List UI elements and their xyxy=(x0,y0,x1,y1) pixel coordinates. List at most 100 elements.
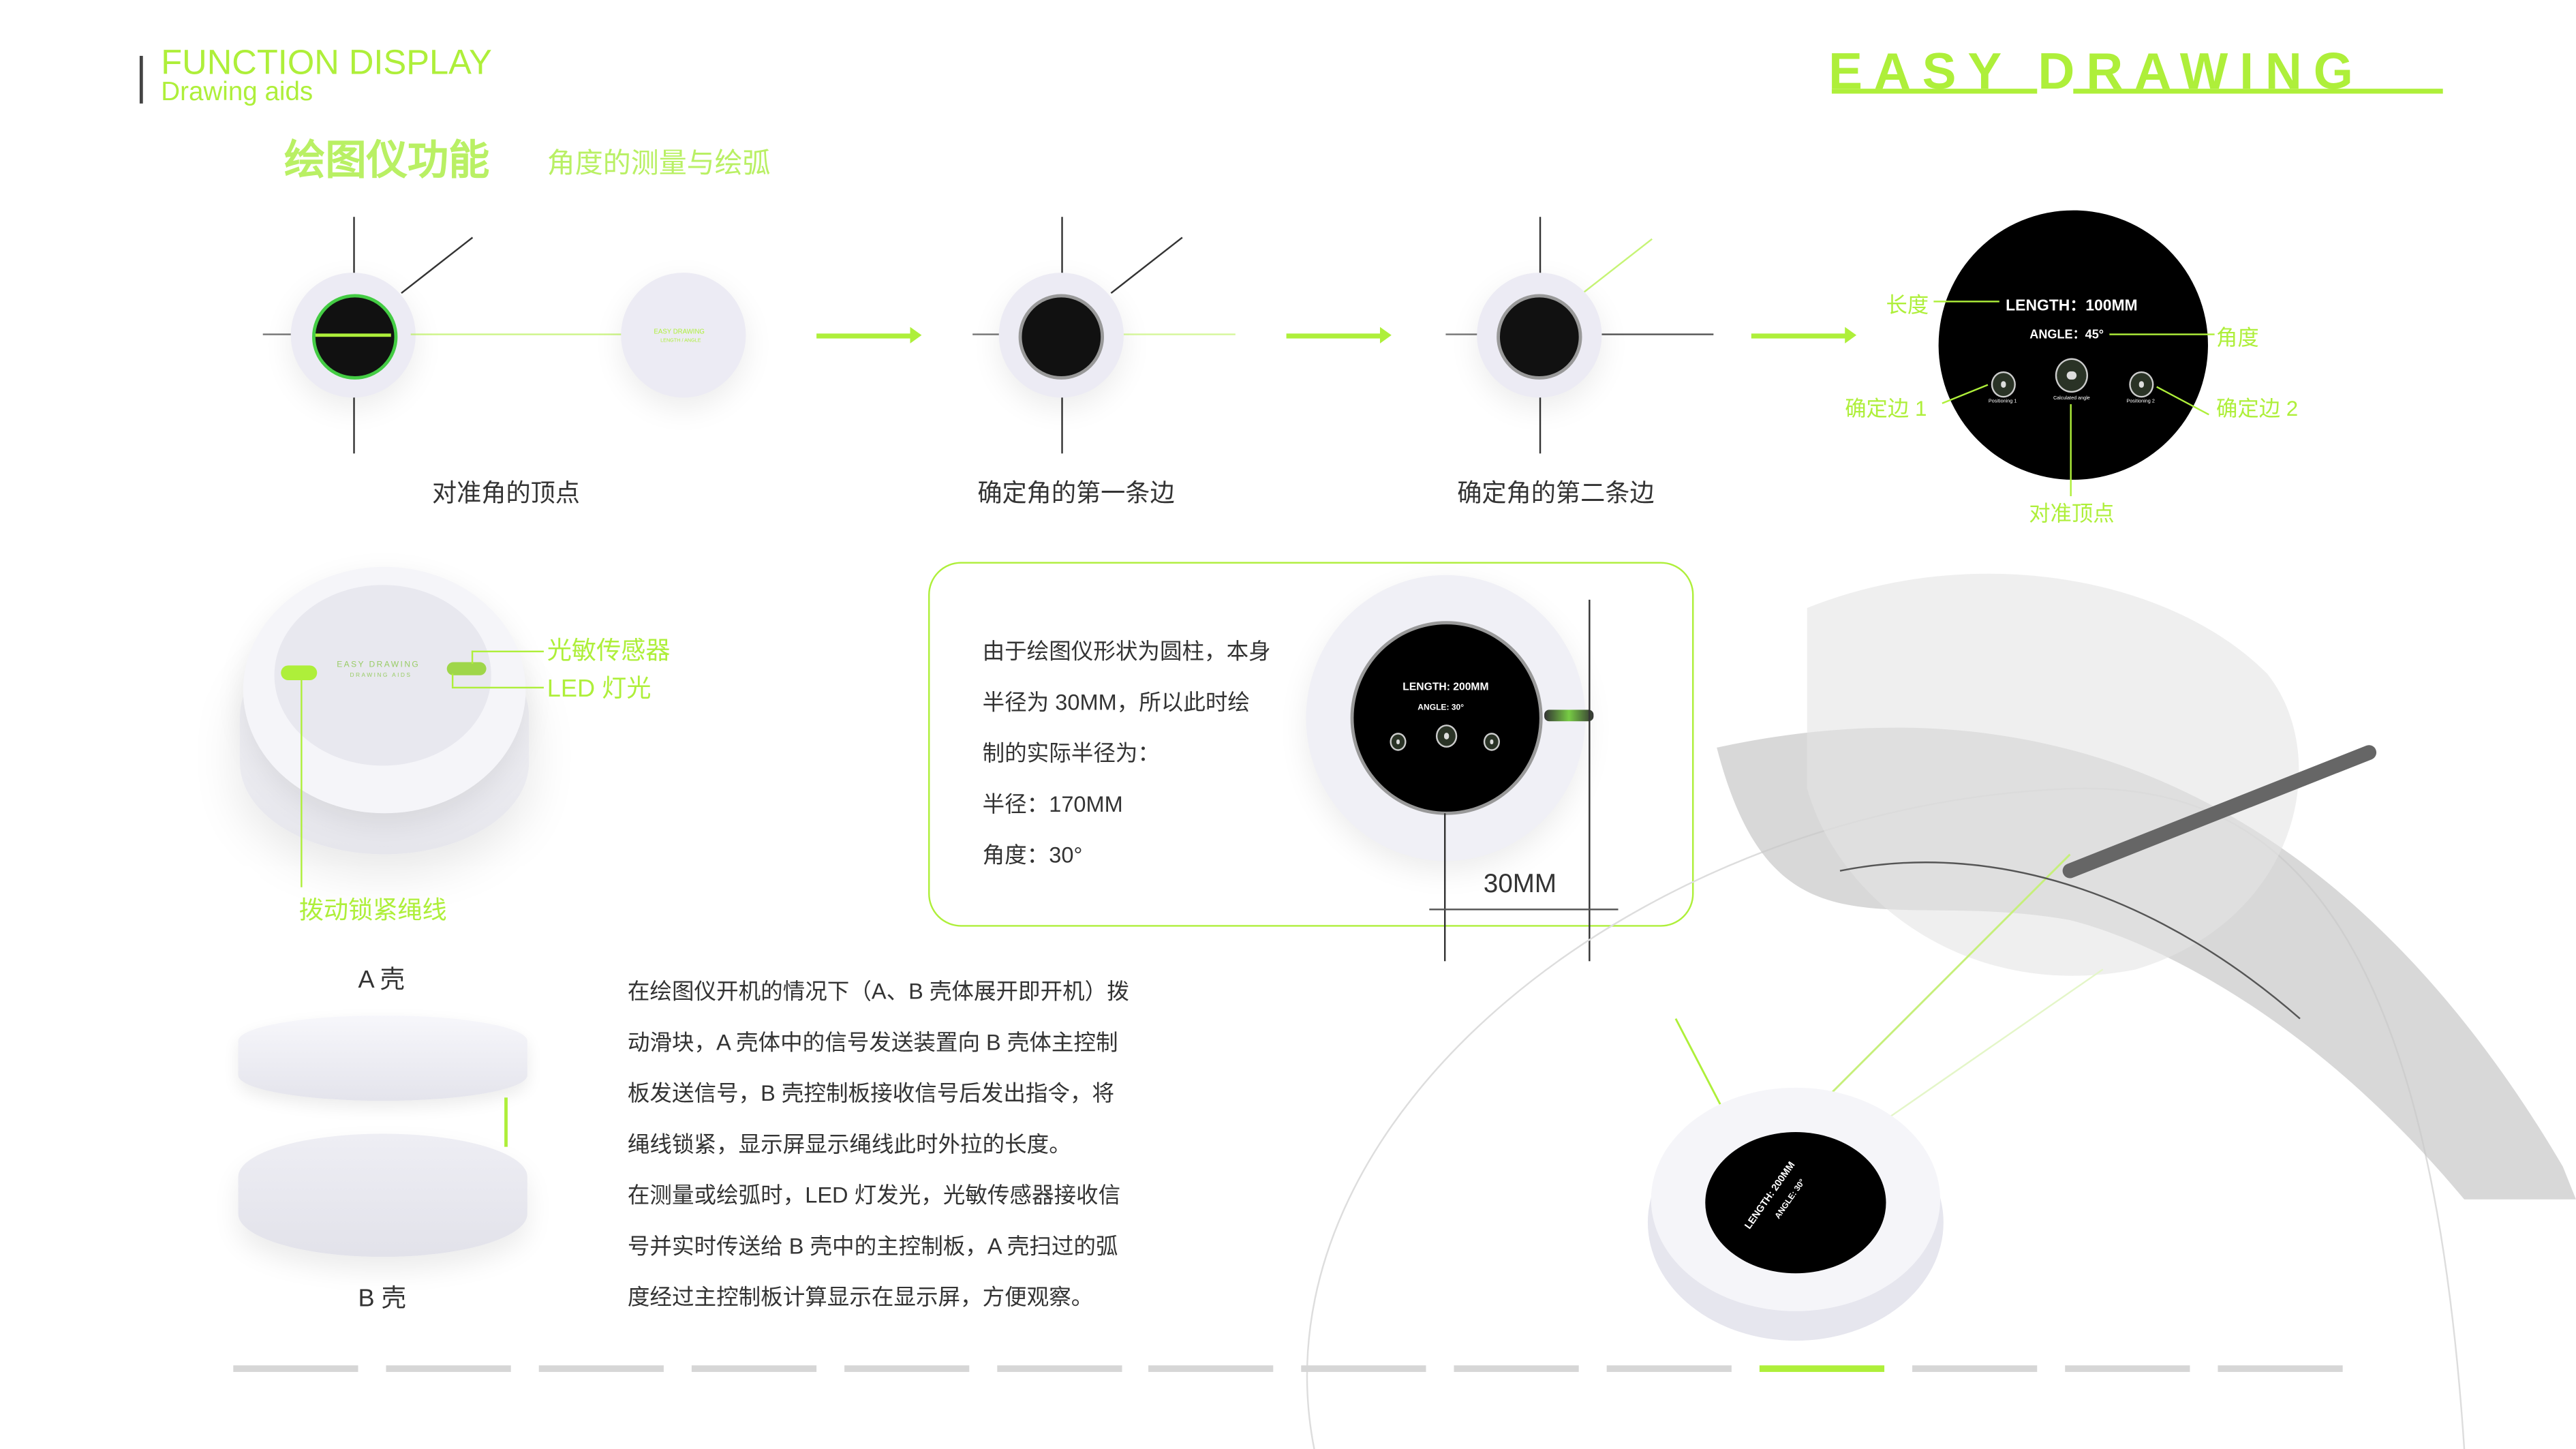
callout-line xyxy=(301,680,303,887)
crosshair-line xyxy=(1445,333,1479,335)
callout-line xyxy=(471,650,474,664)
description-line: 在测量或绘弧时，LED 灯发光，光敏传感器接收信 xyxy=(627,1183,1121,1208)
callout-line xyxy=(2070,404,2072,497)
header-subtitle: Drawing aids xyxy=(161,78,313,107)
callout-line xyxy=(451,673,454,687)
angle-edge-line xyxy=(1601,333,1714,335)
shell-a-label: A 壳 xyxy=(358,966,405,994)
callout-lock: 拨动锁紧绳线 xyxy=(298,897,447,926)
lid-brand: EASY DRAWING xyxy=(337,660,420,671)
box-line: 半径为 30MM，所以此时绘 xyxy=(982,690,1250,715)
description-line: 动滑块，A 壳体中的信号发送装置向 B 壳体主控制 xyxy=(627,1030,1118,1055)
arrow-icon xyxy=(816,326,922,344)
hand-device-screen xyxy=(1705,1131,1886,1274)
page-indicator-12[interactable] xyxy=(1912,1365,2038,1372)
laser-line xyxy=(1888,968,2104,1118)
callout-line xyxy=(471,650,544,653)
laser-line xyxy=(1574,238,1653,301)
angle-edge-line xyxy=(1110,237,1183,294)
lid-sub: LENGTH / ANGLE xyxy=(660,337,701,344)
page-indicator-14[interactable] xyxy=(2217,1365,2342,1372)
calculated-angle-button[interactable] xyxy=(2055,358,2088,393)
callout-sensor: 光敏传感器 xyxy=(547,637,671,666)
lid-sub: DRAWING AIDS xyxy=(350,671,412,679)
page-indicator-11[interactable] xyxy=(1759,1365,1885,1372)
page-indicator-9[interactable] xyxy=(1454,1365,1580,1372)
page-indicator-10[interactable] xyxy=(1606,1365,1732,1372)
positioning-1-button[interactable] xyxy=(1991,371,2016,398)
arc-drawing-illustration xyxy=(1306,573,2576,1449)
page-indicator-7[interactable] xyxy=(1149,1365,1274,1372)
screen-length: LENGTH: 200MM xyxy=(1402,682,1489,694)
dimension-line xyxy=(1589,599,1591,962)
display-angle: ANGLE：45° xyxy=(2029,326,2104,342)
stylus xyxy=(2062,745,2377,879)
callout-line xyxy=(451,686,544,689)
box-line: 制的实际半径为： xyxy=(982,741,1160,766)
positioning-2-button[interactable] xyxy=(2129,371,2154,398)
positioning-2-button[interactable] xyxy=(1483,733,1500,751)
description-line: 绳线锁紧，显示屏显示绳线此时外拉的长度。 xyxy=(627,1131,1071,1157)
device-lid-step1 xyxy=(621,273,746,398)
positioning-2-label: Positioning 2 xyxy=(2126,397,2155,405)
callout-line xyxy=(1933,301,1999,303)
crosshair-line xyxy=(262,333,303,335)
header-title: FUNCTION DISPLAY xyxy=(161,44,492,82)
callout-length: 长度 xyxy=(1886,292,1929,318)
section-subtitle: 角度的测量与绘弧 xyxy=(547,147,771,179)
device-screen xyxy=(1018,294,1104,380)
lock-slider[interactable] xyxy=(281,665,318,681)
screen-angle: ANGLE: 30° xyxy=(1417,703,1465,714)
step-label: 对准角的顶点 xyxy=(431,479,580,508)
description-line: 度经过主控制板计算显示在显示屏，方便观察。 xyxy=(627,1285,1094,1310)
page-indicator-5[interactable] xyxy=(844,1365,969,1372)
step-label: 确定角的第二条边 xyxy=(1457,479,1655,508)
box-line: 角度：30° xyxy=(982,842,1083,868)
box-line: 半径：170MM xyxy=(982,791,1123,817)
callout-line xyxy=(2109,333,2215,335)
sensor-led-module xyxy=(446,662,487,675)
description-line: 板发送信号，B 壳控制板接收信号后发出指令，将 xyxy=(627,1081,1115,1106)
page-indicator-1[interactable] xyxy=(233,1365,358,1372)
page-indicator-13[interactable] xyxy=(2064,1365,2190,1372)
radius-info-box xyxy=(928,562,1694,927)
callout-led: LED 灯光 xyxy=(547,675,651,703)
dimension-line xyxy=(1429,909,1619,911)
arrow-icon xyxy=(1286,326,1392,344)
shell-a xyxy=(238,1015,527,1101)
shell-b-label: B 壳 xyxy=(358,1285,406,1313)
device-screen xyxy=(312,294,398,380)
crosshair-line xyxy=(972,333,1006,335)
page-indicator-4[interactable] xyxy=(691,1365,816,1372)
callout-vertex: 对准顶点 xyxy=(2029,501,2115,526)
calculated-angle-label: Calculated angle xyxy=(2053,394,2090,401)
description-line: 号并实时传送给 B 壳中的主控制板，A 壳扫过的弧 xyxy=(627,1234,1118,1259)
logo-underline xyxy=(1831,89,2038,94)
page-indicator-3[interactable] xyxy=(538,1365,664,1372)
header-bar xyxy=(139,55,143,104)
arrow-icon xyxy=(1751,326,1857,344)
box-line: 由于绘图仪形状为圆柱，本身 xyxy=(982,639,1271,664)
page-indicator-2[interactable] xyxy=(386,1365,511,1372)
laser-line xyxy=(1123,333,1236,335)
dimension-label: 30MM xyxy=(1483,870,1557,899)
positioning-1-label: Positioning 1 xyxy=(1988,397,2017,405)
page-indicator-6[interactable] xyxy=(996,1365,1122,1372)
logo-underline xyxy=(2073,89,2443,94)
calculated-angle-button[interactable] xyxy=(1435,724,1458,748)
display-length: LENGTH：100MM xyxy=(2006,297,2138,316)
crosshair-green xyxy=(315,333,391,336)
lid-brand: EASY DRAWING xyxy=(654,326,705,335)
drawn-arc xyxy=(1839,861,2301,1020)
connector-line xyxy=(504,1097,507,1147)
positioning-1-button[interactable] xyxy=(1390,733,1407,751)
display-screen xyxy=(1938,210,2208,480)
shell-b xyxy=(238,1133,527,1257)
step-label: 确定角的第一条边 xyxy=(977,479,1175,508)
hand-device-ghost xyxy=(1807,573,2299,976)
page-indicator-8[interactable] xyxy=(1301,1365,1427,1372)
laser-emitter xyxy=(1544,710,1594,722)
device-screen xyxy=(1497,294,1582,380)
callout-angle: 角度 xyxy=(2216,325,2259,350)
